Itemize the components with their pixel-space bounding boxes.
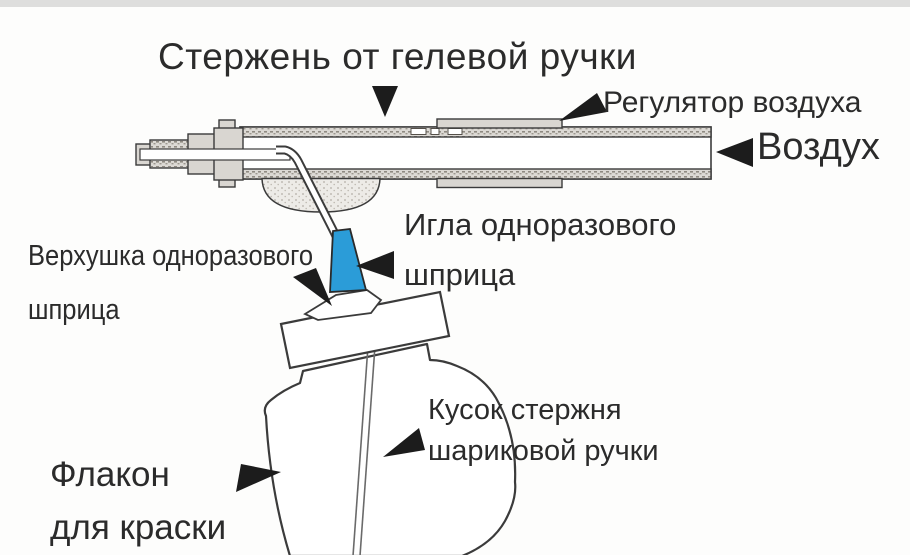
syringe-top-piece: [303, 289, 383, 321]
top-edge-artifact: [0, 0, 910, 7]
syringe-top-arrow-icon: [293, 268, 332, 306]
nozzle-tip-knurl-bottom: [151, 160, 189, 167]
label-syringe-needle: Игла одноразового шприца: [404, 207, 677, 292]
vent-slot: [430, 128, 440, 135]
air-regulator-sleeve-bottom: [436, 177, 563, 189]
label-air: Воздух: [757, 126, 880, 168]
bottle-cap: [279, 290, 451, 370]
needle-arrow-icon: [356, 251, 394, 279]
paint-bottle: [263, 342, 517, 555]
regulator-arrow-icon: [559, 93, 607, 121]
label-syringe-top: Верхушка одноразового шприца: [28, 240, 314, 326]
nozzle-bore: [139, 148, 291, 161]
label-paint-bottle: Флакон для краски: [50, 455, 227, 548]
vent-slot: [447, 128, 463, 135]
refill-tube-left-edge: [352, 345, 369, 555]
bottle-arrow-icon: [236, 464, 281, 492]
title-arrow-icon: [372, 86, 398, 117]
label-refill-piece: Кусок стержня шариковой ручки: [428, 394, 659, 468]
nozzle-assembly: [135, 119, 291, 188]
air-regulator-sleeve-top: [436, 118, 563, 129]
air-arrow-icon: [716, 138, 753, 167]
refill-arrow-icon: [383, 428, 425, 457]
label-gel-pen-refill: Стержень от гелевой ручки: [158, 36, 637, 77]
vent-slot: [410, 128, 427, 135]
refill-tube-right-edge: [359, 345, 376, 555]
needle-hub-cone: [329, 228, 368, 293]
label-air-regulator: Регулятор воздуха: [603, 86, 862, 119]
syringe-needle-core: [276, 147, 344, 248]
nozzle-tip-knurl-top: [151, 141, 189, 148]
